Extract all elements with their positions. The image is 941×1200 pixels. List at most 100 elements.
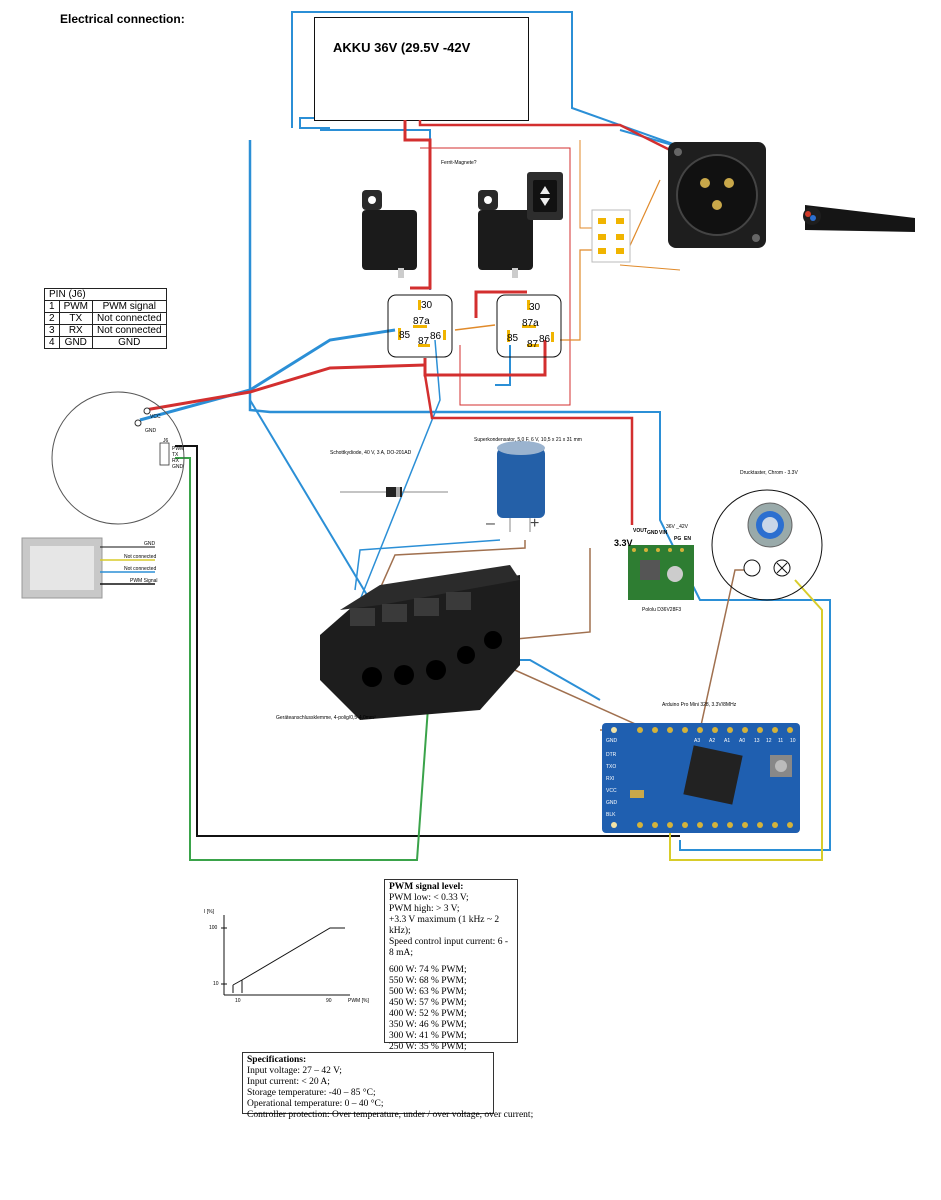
pin-table-header: PIN (J6) [44,288,167,301]
arduino-top-pin-a2: A2 [709,738,716,744]
schottky-diode [340,487,448,497]
cable-label-nc-1: Not connected [124,554,157,560]
spec-panel-title: Specifications: [247,1055,307,1065]
terminal-block-label: Geräteanschlussklemme, 4-polig/0,5-4,0mm… [276,715,376,721]
arduino-top-pin-a0: A0 [739,738,746,744]
pin-table-row: 1 PWM PWM signal [44,300,167,313]
arduino-top-pin-10: 10 [790,738,796,744]
spec-line: Input current: < 20 A; [247,1077,330,1087]
pololu-pin-pg: PG [674,536,682,542]
wire-red-relay-right [474,290,527,318]
relay-left-photo [362,190,417,278]
spec-line: Input voltage: 27 – 42 V; [247,1066,342,1076]
wire-orange-xlr [627,179,661,251]
pwm-power-line: 500 W: 63 % PWM; [389,987,467,997]
controller-j6-connector [159,442,170,466]
pin-table-row: 4 GND GND [44,336,167,349]
relay-right-pin-87: 87 [527,339,539,350]
pin-number: 4 [44,336,60,349]
pwm-power-line: 300 W: 41 % PWM; [389,1031,467,1041]
wire-blue-to-relay [248,140,630,414]
arduino-bottom-pin-rxi: RXI [606,776,615,782]
controller-pin-tx: TX [172,452,179,458]
pin-table: PIN (J6) 1 PWM PWM signal 2 TX Not conne… [44,288,167,349]
pwm-panel-line: +3.3 V maximum (1 kHz ~ 2 kHz); [389,915,500,936]
relay-right-box [496,294,562,358]
wire-blue-battery-loop [291,11,691,151]
wire-red-battery-xlr [418,120,691,162]
pwm-graph-y-tick-100: 100 [209,925,218,931]
pwm-power-line: 550 W: 68 % PWM; [389,976,467,986]
specifications-panel: Specifications: Input voltage: 27 – 42 V… [242,1052,533,1120]
pwm-power-line: 250 W: 35 % PWM; [389,1042,467,1052]
pololu-name-label: Pololu D36V28F3 [642,607,682,613]
pwm-graph-y-label: I [%] [204,909,215,915]
controller-gnd-label: GND [145,428,157,434]
spec-line: Controller protection: Over temperature,… [247,1110,534,1120]
spec-line: Operational temperature: 0 – 40 °C; [247,1099,384,1109]
wire-red-to-pololu [423,374,634,525]
pololu-pin-vout: VOUT [633,528,647,534]
cable-label-gnd: GND [144,541,156,547]
pwm-power-line: 450 W: 57 % PWM; [389,998,467,1008]
terminal-block [320,565,520,720]
pololu-vin-label: 36V _42V [666,524,688,530]
pin-table-title: PIN (J6) [44,288,167,301]
relay-left-pin-86: 86 [430,331,442,342]
wire-brown-pololu-terminal [504,548,591,641]
pololu-pin-vin: VIN [659,530,668,536]
pin-signal: RX [58,324,94,337]
pwm-graph-x-tick-10: 10 [235,998,241,1004]
pwm-graph-y-tick-10: 10 [213,981,219,987]
push-button [711,489,823,601]
relay-left-pin-85: 85 [399,330,411,341]
pololu-pin-en: EN [684,536,691,542]
wire-blue-arduino-bottom [679,600,831,851]
cable-label-nc-2: Not connected [124,566,157,572]
arduino-top-pin-13: 13 [754,738,760,744]
controller-outline [51,391,185,525]
controller-pin-rx: RX [172,458,179,464]
pin-table-row: 3 RX Not connected [44,324,167,337]
relay-right-pin-86: 86 [539,334,551,345]
battery-box: AKKU 36V (29.5V -42V [314,17,529,121]
controller-pin-pwm: PWM [172,446,185,452]
arduino-top-pin-12: 12 [766,738,772,744]
battery-label: AKKU 36V (29.5V -42V [333,40,471,55]
arduino-top-pin-a1: A1 [724,738,731,744]
supercapacitor [497,441,545,532]
wire-brown-relay [454,324,496,331]
wire-red-controller [144,363,426,412]
schottky-label: Schottkydiode, 40 V, 3 A, DO-201AD [330,450,412,456]
pin-signal: TX [58,312,94,325]
wire-orange-switch-top [579,140,597,229]
pin-table-row: 2 TX Not connected [44,312,167,325]
pin-function: Not connected [92,324,167,337]
pushbutton-label: Drucktaster, Chrom - 3.3V [740,470,798,476]
arduino-bottom-pin-dtr: DTR [606,752,617,758]
wire-black-gnd [175,445,680,837]
wire-yellow-arduino-button [669,579,823,861]
pwm-panel-line: PWM low: < 0.33 V; [389,893,469,903]
pin-number: 2 [44,312,60,325]
pwm-signal-panel: PWM signal level: PWM low: < 0.33 V; PWM… [384,879,518,1085]
wire-blue-relay-right [495,345,511,386]
relay-left-pin-87a: 87a [413,316,430,327]
pwm-panel-line: PWM high: > 3 V; [389,904,460,914]
pwm-graph-x-tick-90: 90 [326,998,332,1004]
relay-left-box [387,294,453,358]
controller-terminal-gnd [134,419,142,427]
supercap-minus: – [486,515,495,532]
controller-vcc-label: VCC [150,414,161,420]
pwm-power-line: 350 W: 46 % PWM; [389,1020,467,1030]
wire-blue-relay-terminal [359,339,441,601]
wire-orange-switch-xlr [619,264,681,271]
spec-line: Storage temperature: -40 – 85 °C; [247,1088,376,1098]
arduino-bottom-pin-vcc: VCC [606,788,617,794]
arduino-top-pin-a3: A3 [694,738,701,744]
ferrite-label: Ferrit-Magnete? [441,160,477,166]
relay-left-pin-87: 87 [418,336,430,347]
wire-blue-controller [139,328,396,422]
wire-blue-to-terminal [249,399,371,601]
